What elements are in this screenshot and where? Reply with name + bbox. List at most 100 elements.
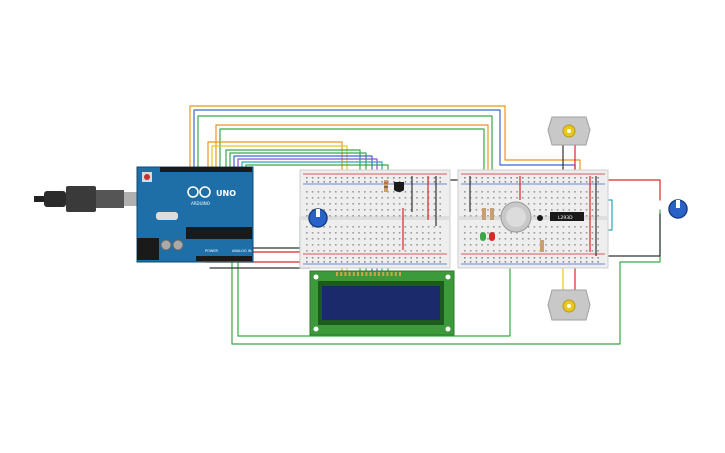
breadboard-hole	[340, 250, 343, 252]
arduino-uno[interactable]: UNO ARDUINO POWER ANALOG IN	[136, 166, 254, 263]
breadboard-hole	[311, 232, 314, 234]
breadboard-hole	[580, 244, 582, 246]
breadboard-hole	[464, 177, 466, 179]
breadboard-hole	[398, 215, 401, 217]
breadboard-hole	[375, 177, 378, 179]
breadboard-hole	[369, 181, 372, 183]
breadboard-hole	[404, 238, 407, 240]
wire-orange-long[interactable]	[189, 105, 581, 179]
breadboard-hole	[381, 197, 383, 199]
breadboard-hole	[416, 209, 418, 211]
breadboard-hole	[504, 257, 507, 259]
breadboard-hole	[498, 191, 501, 193]
breadboard-hole	[387, 244, 389, 246]
lcd-pin	[361, 272, 364, 276]
dc-motor-top[interactable]	[547, 116, 591, 146]
breadboard-hole	[381, 203, 383, 205]
breadboard-hole	[410, 181, 412, 183]
breadboard-hole	[364, 232, 366, 234]
breadboard-hole	[352, 238, 354, 240]
breadboard-hole	[493, 226, 495, 228]
breadboard-hole	[597, 238, 599, 240]
breadboard-hole	[481, 197, 483, 199]
lcd-pin	[357, 272, 359, 276]
breadboard-hole	[381, 261, 383, 263]
breadboard-hole	[329, 181, 331, 183]
breadboard-hole	[585, 197, 588, 199]
breadboard-hole	[591, 232, 594, 234]
breadboard-hole	[591, 226, 594, 228]
breadboard-hole	[398, 226, 401, 228]
breadboard-hole	[422, 177, 424, 179]
breadboard-hole	[591, 177, 594, 179]
wire-black-right[interactable]	[599, 213, 661, 257]
breadboard-right[interactable]	[457, 169, 609, 269]
dc-motor-bottom[interactable]	[547, 289, 591, 321]
breadboard-hole	[580, 177, 582, 179]
breadboard-hole	[387, 232, 389, 234]
wire-green-top[interactable]	[197, 115, 493, 176]
breadboard-hole	[516, 177, 518, 179]
breadboard-hole	[498, 261, 501, 263]
breadboard-hole	[422, 191, 424, 193]
breadboard-hole	[306, 244, 308, 246]
wire-green-2[interactable]	[219, 128, 485, 183]
breadboard-hole	[410, 197, 412, 199]
breadboard-hole	[393, 261, 395, 263]
usb-cable[interactable]	[34, 186, 140, 212]
breadboard-hole	[311, 203, 314, 205]
breadboard-hole	[375, 232, 378, 234]
breadboard-hole	[481, 191, 483, 193]
breadboard-hole	[551, 257, 553, 259]
led-green[interactable]	[480, 232, 486, 241]
temperature-sensor[interactable]	[394, 182, 404, 192]
breadboard-hole	[317, 238, 320, 240]
breadboard-hole	[475, 191, 478, 193]
breadboard-hole	[329, 197, 331, 199]
breadboard-hole	[469, 238, 472, 240]
breadboard-hole	[404, 250, 407, 252]
breadboard-hole	[358, 226, 360, 228]
breadboard-hole	[433, 261, 436, 263]
resistor-right-2[interactable]	[490, 208, 494, 220]
l293d-driver[interactable]: L293D	[550, 212, 584, 221]
breadboard-hole	[369, 177, 372, 179]
breadboard-hole	[416, 177, 418, 179]
breadboard-hole	[545, 250, 547, 252]
breadboard-hole	[381, 191, 383, 193]
potentiometer-left[interactable]	[308, 208, 328, 228]
resistor-right-3[interactable]	[540, 240, 544, 252]
breadboard-hole	[516, 181, 518, 183]
lcd-16x2[interactable]	[309, 270, 455, 336]
gas-sensor[interactable]	[500, 201, 543, 233]
wire-red-right[interactable]	[599, 179, 661, 201]
breadboard-hole	[306, 191, 308, 193]
breadboard-hole	[410, 215, 412, 217]
led-red[interactable]	[489, 232, 495, 241]
breadboard-hole	[516, 261, 518, 263]
breadboard-hole	[323, 257, 325, 259]
wire-red-top[interactable]	[215, 124, 489, 179]
breadboard-hole	[375, 257, 378, 259]
breadboard-hole	[329, 215, 331, 217]
breadboard-hole	[340, 261, 343, 263]
breadboard-hole	[591, 203, 594, 205]
breadboard-hole	[568, 257, 570, 259]
breadboard-hole	[335, 197, 337, 199]
breadboard-hole	[364, 209, 366, 211]
resistor-right-1[interactable]	[482, 208, 486, 220]
breadboard-hole	[597, 197, 599, 199]
breadboard-hole	[416, 215, 418, 217]
breadboard-hole	[585, 177, 588, 179]
lcd-pin	[340, 272, 343, 276]
resistor-left[interactable]	[384, 180, 388, 192]
breadboard-hole	[522, 177, 524, 179]
breadboard-hole	[416, 197, 418, 199]
breadboard-hole	[433, 197, 436, 199]
potentiometer-right[interactable]	[668, 199, 688, 219]
breadboard-hole	[527, 203, 530, 205]
breadboard-hole	[545, 203, 547, 205]
breadboard-hole	[556, 177, 559, 179]
breadboard-hole	[393, 250, 395, 252]
